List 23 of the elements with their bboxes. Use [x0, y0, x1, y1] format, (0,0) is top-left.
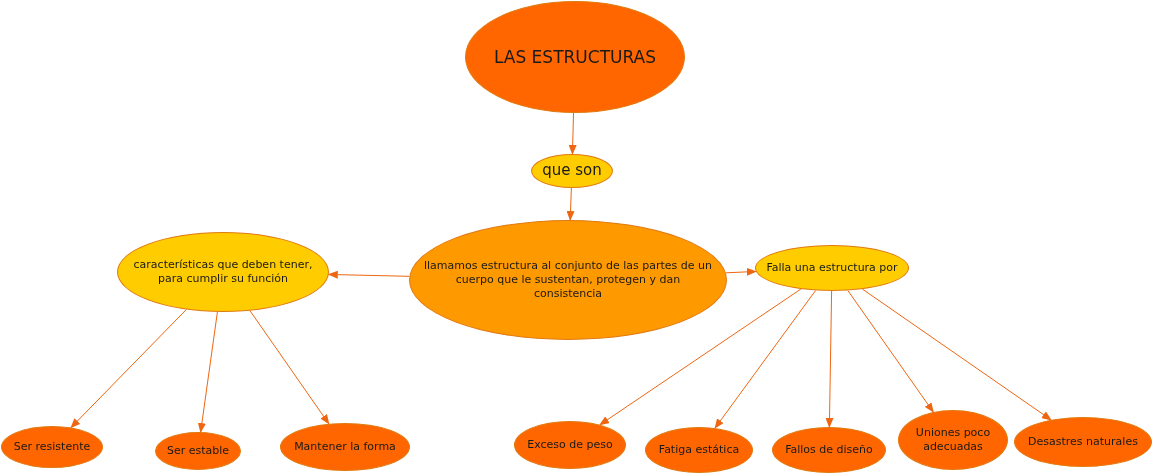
node-text: Ser resistente: [13, 439, 91, 455]
concept-ellipse: [1014, 417, 1152, 467]
node-text: llamamos estructura al conjunto de las partes de un cuerpo que le sustentan, protegen y dan consistencia: [423, 258, 713, 302]
node-text: Fallos de diseño: [785, 442, 873, 458]
arrow: [725, 267, 757, 276]
arrow: [825, 290, 834, 428]
node-text: características que deben tener, para cumplir su función: [132, 257, 314, 287]
arrow: [568, 112, 577, 155]
arrow: [566, 187, 575, 221]
arrow: [249, 310, 330, 425]
node-text: Uniones poco adecuadas: [914, 425, 992, 455]
arrow: [714, 289, 817, 429]
node-text: Fatiga estática: [658, 442, 740, 458]
node-text: LAS ESTRUCTURAS: [493, 45, 657, 69]
arrow: [197, 311, 218, 434]
concept-ellipse: [1, 426, 103, 468]
arrow: [327, 270, 410, 279]
node-text: Desastres naturales: [1028, 434, 1138, 450]
node-text: Mantener la forma: [294, 439, 396, 455]
node-text: Ser estable: [166, 443, 230, 459]
node-text: Exceso de peso: [527, 437, 613, 453]
node-text: Falla una estructura por: [766, 260, 898, 276]
node-text: que son: [542, 161, 602, 181]
